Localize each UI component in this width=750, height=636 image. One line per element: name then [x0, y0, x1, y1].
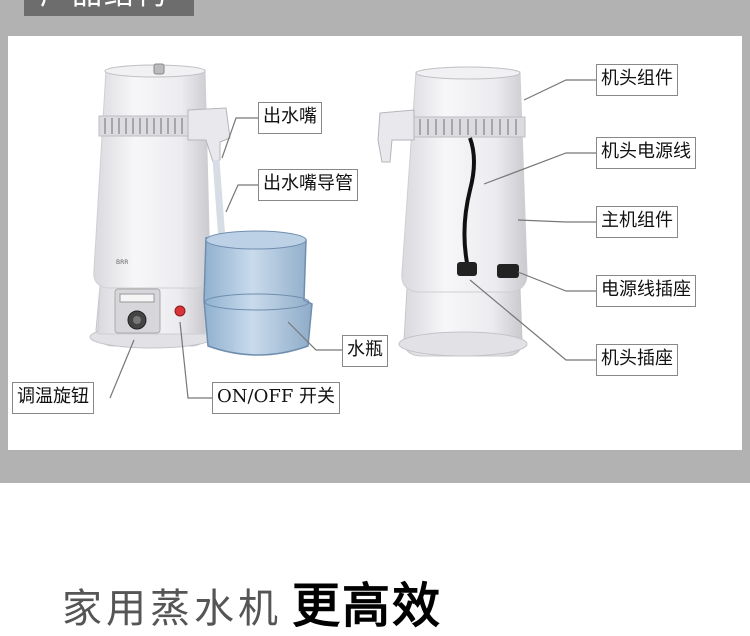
leader-spout — [221, 117, 258, 159]
label-temp-knob: 调温旋钮 — [12, 382, 94, 414]
spout — [187, 107, 231, 163]
left-distiller — [89, 63, 313, 356]
power-switch-button — [174, 305, 186, 317]
leader-head-socket — [469, 279, 596, 361]
right-base-foot — [398, 331, 528, 357]
label-main-assembly: 主机组件 — [596, 206, 678, 238]
bottom-heading-light: 家用蒸水机 — [62, 586, 282, 632]
bottom-heading: 家用蒸水机更高效 — [62, 566, 442, 636]
bottom-heading-bold: 更高效 — [292, 578, 443, 634]
head-socket — [457, 262, 477, 276]
spout-tube — [212, 159, 226, 241]
label-power-switch: ON/OFF 开关 — [212, 382, 341, 414]
label-head-assembly: 机头组件 — [596, 64, 678, 96]
leader-head-power-cord — [483, 152, 596, 185]
leader-temp-knob — [109, 339, 135, 399]
label-spout-tube: 出水嘴导管 — [258, 169, 358, 201]
leader-spout-tube — [225, 184, 258, 213]
right-spout — [377, 109, 415, 163]
cord-socket — [497, 264, 519, 278]
leader-power-switch — [179, 321, 212, 399]
head-power-cord — [462, 137, 476, 269]
label-water-bottle: 水瓶 — [342, 335, 388, 367]
label-head-socket: 机头插座 — [596, 344, 678, 376]
display-window — [119, 293, 155, 303]
section-title-tab: 产品结构 — [24, 0, 194, 16]
label-spout: 出水嘴 — [258, 102, 322, 134]
section-title: 产品结构 — [40, 0, 168, 10]
right-lid — [415, 66, 521, 80]
left-lid-handle — [153, 63, 165, 75]
callout-lines — [109, 79, 596, 399]
leader-water-bottle — [287, 321, 342, 351]
product-diagram: BRR — [89, 63, 596, 399]
leader-head-assembly — [523, 79, 596, 101]
brand-mark: BRR — [116, 259, 128, 266]
right-distiller — [377, 66, 528, 357]
label-cord-socket: 电源线插座 — [596, 275, 696, 307]
leader-main-assembly — [517, 219, 596, 223]
left-main-body — [93, 64, 211, 289]
leader-cord-socket — [517, 271, 596, 292]
label-head-power-cord: 机头电源线 — [596, 137, 696, 169]
